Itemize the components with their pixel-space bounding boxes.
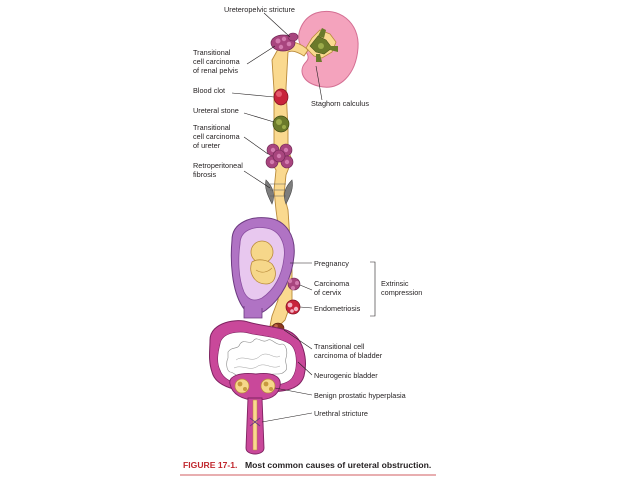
ureteral-stone [272,115,290,133]
label-tcc-renal-pelvis: Transitional cell carcinoma of renal pel… [193,48,242,75]
label-neurogenic-bladder: Neurogenic bladder [314,371,378,380]
prostate-hyperplasia-left [234,378,250,394]
pregnant-uterus [230,217,295,319]
caption-label: FIGURE 17-1. [183,460,237,470]
bladder [209,320,306,393]
retroperitoneal-fibrosis [265,179,293,205]
prostate [229,373,281,401]
label-tcc-ureter: Transitional cell carcinoma of ureter [193,123,242,150]
figure-caption: FIGURE 17-1. Most common causes of urete… [180,460,436,476]
blood-clot [273,88,289,106]
caption-text: Most common causes of ureteral obstructi… [245,460,431,470]
label-tcc-bladder: Transitional cell carcinoma of bladder [314,342,383,360]
cervix-carcinoma [287,277,301,291]
label-pregnancy: Pregnancy [314,259,349,268]
endometriosis [285,299,301,315]
ureteropelvic-stricture-mass [270,32,299,52]
label-retroperitoneal-fibrosis: Retroperitoneal fibrosis [193,161,245,179]
ureter-upper [269,41,309,327]
label-bph: Benign prostatic hyperplasia [314,391,407,400]
prostate-hyperplasia-right [260,378,276,394]
fetus [250,240,276,285]
ureter-tumor [265,143,294,169]
label-carcinoma-cervix: Carcinoma of cervix [314,279,351,297]
label-blood-clot: Blood clot [193,86,225,95]
label-staghorn-calculus: Staghorn calculus [311,99,369,108]
urethra [245,397,265,455]
urethral-stricture-mark [249,417,261,427]
label-endometriosis: Endometriosis [314,304,361,313]
staghorn-calculus [309,28,338,62]
kidney [298,11,359,88]
label-ureteropelvic-stricture: Ureteropelvic stricture [224,5,295,14]
leader-lines [231,12,376,423]
label-extrinsic-compression: Extrinsic compression [381,279,422,297]
label-urethral-stricture: Urethral stricture [314,409,368,418]
label-ureteral-stone: Ureteral stone [193,106,239,115]
